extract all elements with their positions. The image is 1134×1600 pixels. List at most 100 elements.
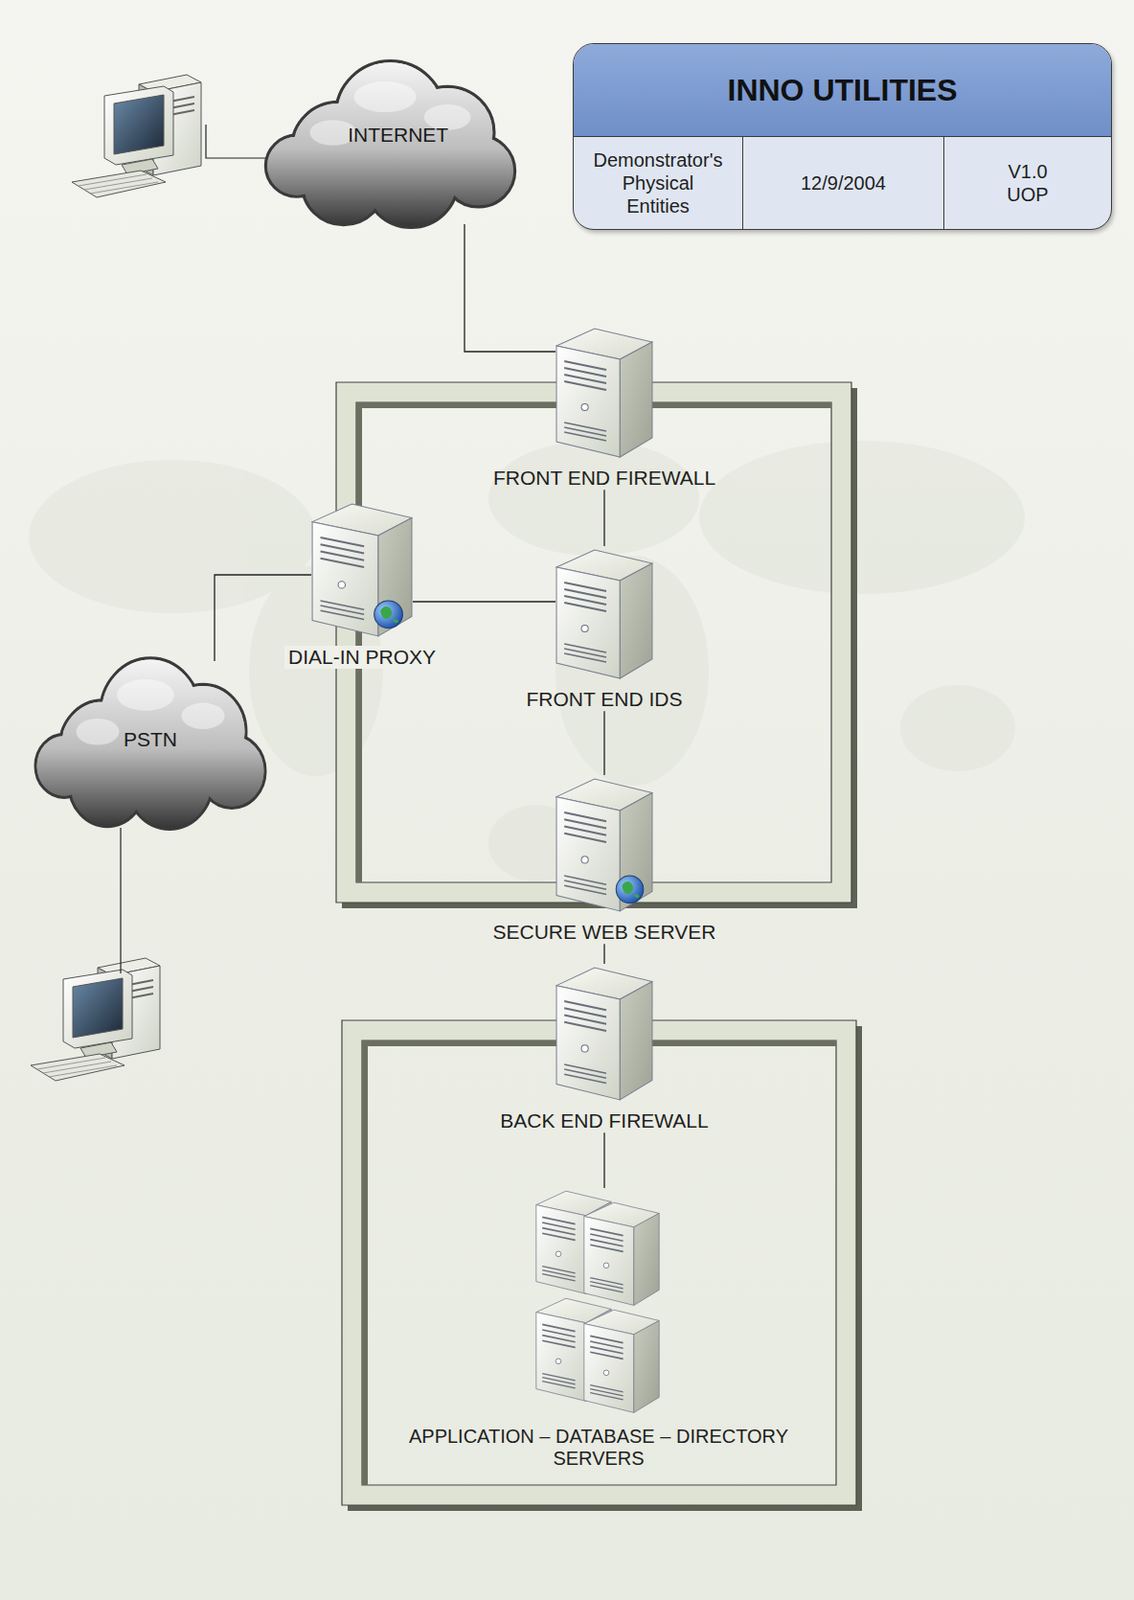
network-cloud: PSTN xyxy=(30,647,271,832)
cloud-outline xyxy=(35,657,266,829)
firewall-server: BACK END FIREWALL xyxy=(499,963,708,1133)
cloud-highlight xyxy=(354,81,417,113)
network-link xyxy=(603,943,605,964)
globe-land xyxy=(380,606,399,623)
title-text: INNO UTILITIES xyxy=(727,72,958,109)
power-button xyxy=(555,1250,562,1257)
vent-slot xyxy=(589,1285,623,1293)
vent-slot xyxy=(542,1377,575,1384)
cloud-fill xyxy=(267,62,514,226)
ids-server: FRONT END IDS xyxy=(526,545,683,711)
vent-slot xyxy=(564,1068,607,1078)
drive-slot xyxy=(564,1021,607,1031)
server-icon xyxy=(555,324,654,459)
keyboard-keys xyxy=(90,181,159,194)
power-button xyxy=(581,404,589,411)
frame-shadow xyxy=(347,1025,862,1511)
cloud-highlight xyxy=(116,679,175,711)
power-button xyxy=(581,1044,589,1052)
drive-slot xyxy=(564,833,607,842)
vent-slot xyxy=(564,422,607,431)
computer-icon xyxy=(30,957,160,1081)
vent-slot xyxy=(542,1381,575,1388)
drive-slot xyxy=(564,381,607,390)
drive-slot xyxy=(564,602,607,612)
network-link xyxy=(464,224,556,352)
network-cloud: INTERNET xyxy=(260,50,521,230)
web-server: SECURE WEB SERVER xyxy=(493,774,717,944)
node-label: FRONT END IDS xyxy=(526,687,683,711)
title-block: INNO UTILITIES Demonstrator's Physical En… xyxy=(572,43,1112,230)
globe-land xyxy=(621,881,639,898)
vent-slot xyxy=(564,884,607,894)
vent-slot xyxy=(564,875,607,885)
vent-slot xyxy=(564,1073,607,1083)
globe-icon xyxy=(374,600,404,629)
map-landmass xyxy=(555,555,709,786)
server-side xyxy=(633,1319,658,1412)
node-label: APPLICATION – DATABASE – DIRECTORY SERVE… xyxy=(378,1425,819,1470)
server-front xyxy=(535,1204,586,1294)
keyboard xyxy=(30,1053,125,1081)
keyboard-keys xyxy=(43,1061,112,1073)
vent-slot xyxy=(320,605,365,614)
map-landmass xyxy=(488,440,700,556)
vent-slot xyxy=(564,427,607,436)
cloud-highlight xyxy=(181,703,226,729)
server-front xyxy=(556,345,620,457)
server-front xyxy=(556,567,620,679)
frame-inner-edge xyxy=(362,1040,837,1485)
vent-slot xyxy=(542,1273,575,1281)
vent-slot xyxy=(589,1277,623,1285)
vent-slot xyxy=(320,610,365,619)
vent-slot xyxy=(589,1388,623,1396)
cloud-puff xyxy=(267,136,327,196)
network-link xyxy=(412,600,556,602)
drive-slot xyxy=(542,1339,575,1347)
vent-slot xyxy=(564,653,607,662)
node-label: BACK END FIREWALL xyxy=(499,1109,708,1133)
power-button xyxy=(603,1262,610,1269)
map-landmass xyxy=(900,684,1016,772)
proxy-server: DIAL-IN PROXY xyxy=(284,499,440,669)
power-button xyxy=(603,1369,610,1376)
server-icon xyxy=(555,963,654,1102)
keyboard xyxy=(71,170,166,198)
map-landmass xyxy=(699,440,1025,594)
info-row: Demonstrator's Physical Entities12/9/200… xyxy=(573,136,1112,229)
cloud-highlight xyxy=(76,718,120,745)
vent-slot xyxy=(589,1384,623,1392)
drive-slot xyxy=(542,1232,575,1240)
vent-slot xyxy=(564,643,607,653)
server-icon xyxy=(583,1309,658,1412)
network-link xyxy=(603,1132,605,1188)
server-side xyxy=(619,563,653,679)
server-side xyxy=(619,981,653,1100)
info-cell: V1.0 UOP xyxy=(943,136,1112,229)
server-cluster: APPLICATION – DATABASE – DIRECTORY SERVE… xyxy=(378,1187,819,1470)
network-link xyxy=(603,489,605,546)
server-icon xyxy=(555,774,654,913)
vent-slot xyxy=(320,600,365,610)
keyboard-keys xyxy=(37,1057,106,1069)
node-label: FRONT END FIREWALL xyxy=(493,466,716,490)
vent-slot xyxy=(542,1373,575,1381)
server-front xyxy=(312,521,379,636)
vent-slot xyxy=(589,1392,623,1400)
computer-icon xyxy=(71,74,202,198)
server-front xyxy=(556,796,620,911)
power-button xyxy=(581,856,589,863)
drive-slot xyxy=(589,1244,623,1251)
server-icon xyxy=(555,545,654,681)
globe-icon xyxy=(615,875,644,904)
monitor-body xyxy=(104,86,174,165)
server-front xyxy=(583,1323,634,1413)
power-button xyxy=(338,581,345,589)
vent-slot xyxy=(564,880,607,889)
monitor-screen xyxy=(72,977,123,1038)
world-map-watermark xyxy=(28,440,1025,882)
server-side xyxy=(633,1212,658,1305)
info-text: V1.0 UOP xyxy=(994,159,1062,206)
